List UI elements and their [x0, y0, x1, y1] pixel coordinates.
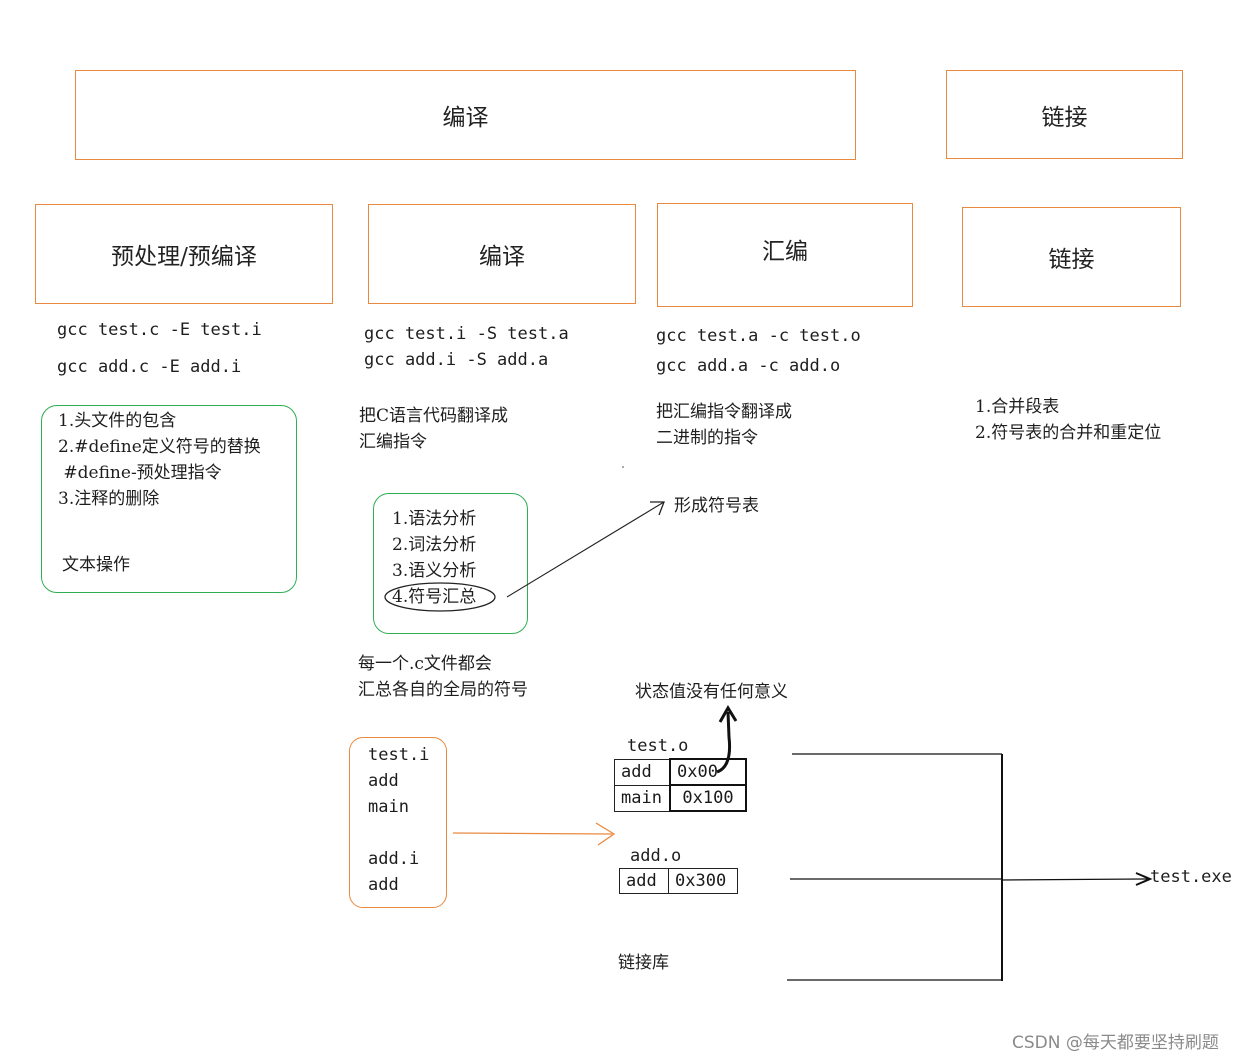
symbols-arrow: [452, 832, 613, 835]
symbols-line-1: test.i: [368, 745, 430, 765]
stage-assemble-title: 汇编: [762, 239, 808, 265]
compile-summary-1: 每一个.c文件都会: [358, 654, 492, 674]
preprocess-note-3: #define-预处理指令: [58, 463, 222, 483]
table-row: add 0x00: [614, 758, 747, 786]
status-arrowhead: [718, 705, 738, 723]
link-phase-box: 链接: [946, 70, 1183, 159]
symbols-box: [349, 737, 447, 908]
compile-summary-2: 汇总各自的全局的符号: [358, 680, 528, 700]
link-note-1: 1.合并段表: [975, 397, 1060, 417]
compile-desc-1: 把C语言代码翻译成: [359, 406, 509, 426]
watermark: CSDN @每天都要坚持刷题: [1012, 1033, 1219, 1053]
cmd-preprocess-add: gcc add.c -E add.i: [57, 357, 242, 377]
compile-step-4: 4.符号汇总: [392, 587, 477, 607]
symbol-name: add: [619, 868, 669, 894]
symbols-line-2: add: [368, 771, 399, 791]
table-row: main 0x100: [614, 784, 747, 812]
stage-compile-box: 编译: [368, 204, 636, 304]
highlight-ellipse: [384, 582, 496, 612]
table-row: add 0x300: [619, 868, 738, 894]
link-output-line: [1001, 878, 1149, 881]
stray-dot: [622, 466, 624, 468]
stage-preprocess-box: 预处理/预编译: [35, 204, 333, 304]
compile-step-2: 2.词法分析: [392, 535, 477, 555]
stage-compile-title: 编译: [479, 244, 525, 270]
symbols-line-5: add.i: [368, 849, 420, 869]
compile-desc-2: 汇编指令: [359, 432, 427, 452]
link-output-arrowhead: [1135, 872, 1153, 886]
symbol-table-arrowhead: [650, 501, 665, 516]
compile-phase-box: 编译: [75, 70, 856, 160]
link-library-label: 链接库: [618, 953, 669, 973]
stage-link-title: 链接: [1048, 247, 1095, 273]
symbols-arrowhead: [595, 822, 616, 846]
symbol-name: main: [614, 784, 671, 812]
preprocess-footer: 文本操作: [62, 555, 130, 575]
assemble-desc-2: 二进制的指令: [656, 428, 758, 448]
symbol-table-label: 形成符号表: [674, 496, 759, 516]
symbol-address: 0x100: [669, 784, 747, 812]
test-o-symbol-table: add 0x00 main 0x100: [614, 758, 747, 812]
output-exe-label: test.exe: [1150, 867, 1232, 887]
symbol-table-arrow: [506, 501, 665, 598]
link-phase-label: 链接: [1041, 104, 1088, 131]
symbols-line-6: add: [368, 875, 399, 895]
cmd-preprocess-test: gcc test.c -E test.i: [57, 320, 262, 340]
preprocess-note-1: 1.头文件的包含: [58, 411, 177, 431]
assemble-desc-1: 把汇编指令翻译成: [656, 402, 792, 422]
compile-step-1: 1.语法分析: [392, 509, 477, 529]
compile-step-3: 3.语义分析: [392, 561, 477, 581]
preprocess-notes-box: [41, 405, 297, 593]
preprocess-note-2: 2.#define定义符号的替换: [58, 437, 261, 457]
cmd-compile-test: gcc test.i -S test.a: [364, 324, 569, 344]
compile-phase-label: 编译: [442, 105, 489, 131]
symbol-name: add: [614, 758, 671, 786]
symbol-address: 0x300: [668, 868, 738, 894]
add-o-title: add.o: [630, 846, 682, 866]
cmd-compile-add: gcc add.i -S add.a: [364, 350, 549, 370]
cmd-assemble-test: gcc test.a -c test.o: [656, 326, 861, 346]
compile-steps-box: [373, 493, 528, 634]
stage-assemble-box: 汇编: [657, 203, 913, 307]
stage-preprocess-title: 预处理/预编译: [111, 244, 257, 270]
link-note-2: 2.符号表的合并和重定位: [975, 423, 1162, 443]
test-o-title: test.o: [627, 736, 689, 756]
cmd-assemble-add: gcc add.a -c add.o: [656, 356, 841, 376]
preprocess-note-4: 3.注释的删除: [58, 489, 160, 509]
status-note: 状态值没有任何意义: [635, 682, 788, 702]
add-o-symbol-table: add 0x300: [619, 868, 738, 894]
symbols-line-3: main: [368, 797, 409, 817]
status-arrow: [716, 711, 732, 774]
symbol-address: 0x00: [669, 758, 747, 786]
stage-link-box: 链接: [962, 207, 1181, 307]
